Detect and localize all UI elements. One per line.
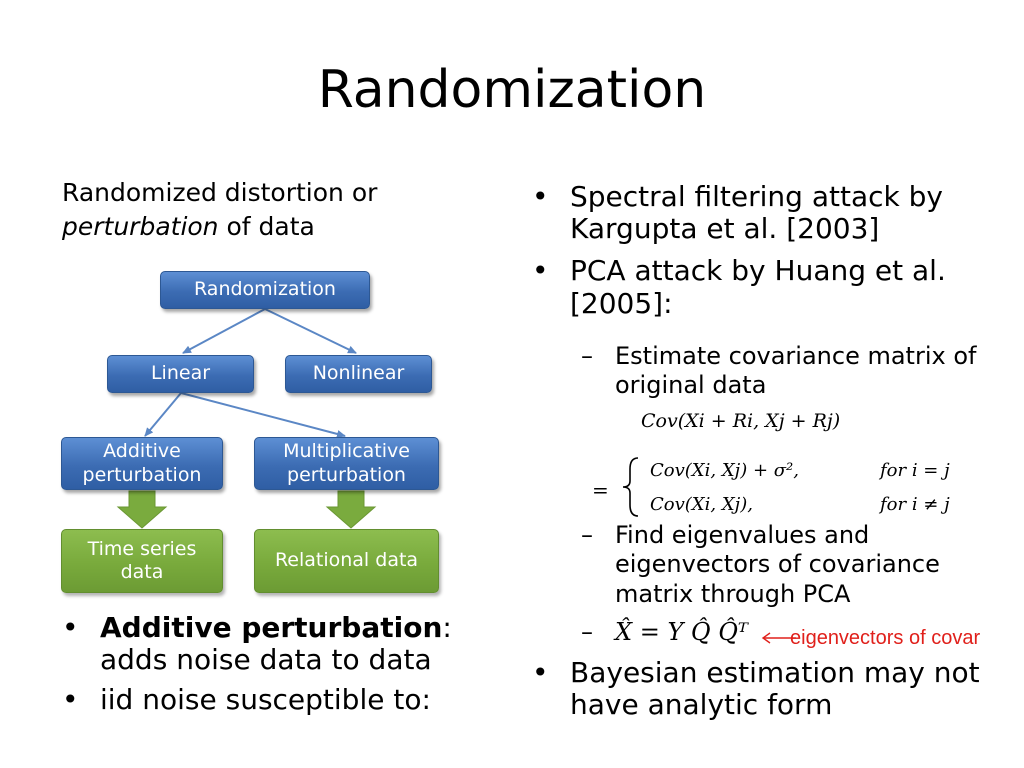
formula-case-2: Cov(Xi, Xj), bbox=[650, 494, 753, 515]
pca-reconstruction-formula: X̂ = Y Q̂ Q̂ᵀ bbox=[615, 618, 748, 646]
right-bullet-list-bottom: • Bayesian estimation may not have analy… bbox=[532, 656, 990, 722]
box-multiplicative-perturbation: Multiplicative perturbation bbox=[254, 437, 439, 490]
box-additive-perturbation: Additive perturbation bbox=[61, 437, 223, 490]
right-bullet-1-text: Spectral filtering attack by Kargupta et… bbox=[570, 180, 943, 246]
sub-bullet-2: – Find eigenvalues and eigenvectors of c… bbox=[581, 521, 985, 609]
formula-cov-top: Cov(Xi + Ri, Xj + Rj) bbox=[641, 410, 841, 432]
intro-text: Randomized distortion or perturbation of… bbox=[62, 176, 462, 244]
left-bullet-2-text: iid noise susceptible to: bbox=[100, 683, 431, 717]
left-bullet-1-colon: : bbox=[442, 611, 452, 644]
bullet-dot: • bbox=[532, 254, 549, 288]
bullet-dot: • bbox=[532, 656, 549, 689]
left-bullet-1: • Additive perturbation: adds noise data… bbox=[62, 611, 480, 677]
slide-title: Randomization bbox=[317, 60, 707, 120]
right-bullet-2-text: PCA attack by Huang et al. [2005]: bbox=[570, 254, 946, 320]
sub-bullet-1-text: Estimate covariance matrix of original d… bbox=[615, 342, 977, 400]
dash-mark: – bbox=[581, 521, 593, 549]
additive-line-1: Additive bbox=[103, 440, 181, 463]
formula-brace bbox=[622, 457, 639, 517]
box-randomization: Randomization bbox=[160, 271, 370, 309]
multiplicative-line-2: perturbation bbox=[287, 463, 406, 486]
dash-mark: – bbox=[581, 342, 593, 370]
right-bullet-3: • Bayesian estimation may not have analy… bbox=[532, 656, 990, 722]
right-bullet-3-text: Bayesian estimation may not have analyti… bbox=[570, 656, 980, 722]
sub-bullet-3: – X̂ = Y Q̂ Q̂ᵀ bbox=[581, 618, 815, 647]
box-relational-data: Relational data bbox=[254, 529, 439, 593]
connector-root-nonlinear bbox=[264, 308, 357, 354]
formula-equals: = bbox=[592, 478, 609, 502]
timeseries-line-2: data bbox=[120, 561, 164, 583]
intro-line-1: Randomized distortion or bbox=[62, 178, 378, 207]
additive-line-2: perturbation bbox=[82, 463, 202, 486]
bullet-dot: • bbox=[62, 683, 79, 717]
formula-case-2-condition: for i ≠ j bbox=[880, 494, 950, 515]
timeseries-line-1: Time series bbox=[87, 537, 197, 560]
left-bullet-1-rest: adds noise data to data bbox=[100, 643, 432, 677]
box-nonlinear: Nonlinear bbox=[285, 355, 432, 393]
intro-line-2-rest: of data bbox=[218, 212, 315, 241]
intro-italic-word: perturbation bbox=[62, 212, 219, 241]
formula-case-1-condition: for i = j bbox=[880, 460, 950, 481]
bullet-dot: • bbox=[62, 611, 79, 644]
right-bullet-2: • PCA attack by Huang et al. [2005]: bbox=[532, 254, 1010, 320]
formula-case-1: Cov(Xi, Xj) + σ², bbox=[650, 460, 799, 481]
left-bullet-1-bold: Additive perturbation bbox=[100, 611, 443, 644]
box-linear: Linear bbox=[107, 355, 254, 393]
arrow-multiplicative-to-relational bbox=[325, 490, 377, 529]
arrow-additive-to-timeseries bbox=[116, 490, 168, 529]
connector-linear-multiplicative bbox=[180, 392, 346, 438]
connector-linear-additive bbox=[144, 392, 182, 437]
sub-bullet-1: – Estimate covariance matrix of original… bbox=[581, 342, 985, 401]
left-bullet-2: • iid noise susceptible to: bbox=[62, 683, 480, 717]
left-bullet-list: • Additive perturbation: adds noise data… bbox=[62, 611, 480, 725]
bullet-dot: • bbox=[532, 180, 549, 213]
annotation-eigenvectors: eigenvectors of covar bbox=[790, 627, 981, 649]
box-time-series-data: Time series data bbox=[61, 529, 223, 593]
multiplicative-line-1: Multiplicative bbox=[283, 440, 410, 463]
annotation-arrow bbox=[761, 632, 796, 644]
right-bullet-1: • Spectral filtering attack by Kargupta … bbox=[532, 180, 1010, 246]
connector-root-linear bbox=[182, 308, 266, 354]
right-bullet-list: • Spectral filtering attack by Kargupta … bbox=[532, 180, 1010, 320]
sub-bullet-2-text: Find eigenvalues and eigenvectors of cov… bbox=[615, 521, 940, 608]
intro-line-2: perturbation of data bbox=[62, 210, 462, 244]
dash-mark: – bbox=[581, 618, 593, 646]
